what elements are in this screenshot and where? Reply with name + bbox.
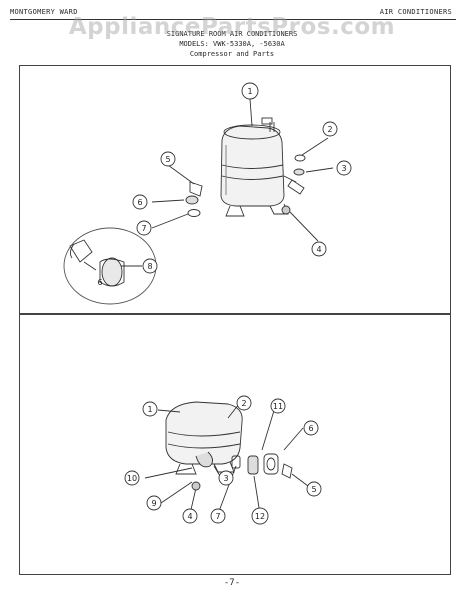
bottom-callout-label: 4: [187, 512, 192, 521]
diagram-panel-bottom: [19, 313, 451, 575]
top-callout-label: 2: [327, 125, 332, 134]
top-callout-8: 8: [142, 258, 158, 274]
top-callout-label: 6: [97, 278, 102, 287]
bottom-callout-label: 10: [127, 474, 137, 483]
top-callout-label: 3: [341, 164, 346, 173]
top-callout-label: 5: [165, 155, 170, 164]
top-callout-2: 2: [322, 121, 338, 137]
top-callout-6: 6: [97, 278, 102, 287]
top-callout-3: 3: [336, 160, 352, 176]
bottom-callout-label: 3: [223, 474, 228, 483]
bottom-callout-10: 10: [124, 470, 140, 486]
bottom-callout-1: 1: [142, 401, 158, 417]
title-line-1: SIGNATURE ROOM AIR CONDITIONERS: [166, 30, 298, 38]
top-callout-label: 1: [247, 87, 252, 96]
top-callout-label: 6: [137, 198, 142, 207]
top-callout-1: 1: [241, 82, 259, 100]
bottom-callout-label: 5: [311, 485, 316, 494]
overload-assembly-drawing: [69, 239, 125, 287]
bottom-callout-5: 5: [306, 481, 322, 497]
header-left: MONTGOMERY WARD: [10, 8, 78, 16]
top-callout-label: 8: [147, 262, 152, 271]
bottom-callout-6: 6: [303, 420, 319, 436]
compressor-bottom-drawing: [165, 401, 243, 475]
title-line-3: Compressor and Parts: [189, 50, 275, 58]
bottom-callout-label: 2: [241, 399, 246, 408]
bottom-callout-7: 7: [210, 508, 226, 524]
compressor-top-drawing: [220, 117, 297, 217]
top-callout-label: 7: [141, 224, 146, 233]
bottom-callout-9: 9: [146, 495, 162, 511]
top-callout-label: 4: [316, 245, 321, 254]
top-callout-6: 6: [132, 194, 148, 210]
title-line-2: MODELS: VWK-5330A, -5630A: [179, 40, 285, 48]
bottom-callout-11: 11: [270, 398, 286, 414]
top-callout-7: 7: [136, 220, 152, 236]
bottom-callout-2: 2: [236, 395, 252, 411]
bottom-callout-label: 7: [215, 512, 220, 521]
bottom-callout-12: 12: [251, 507, 269, 525]
watermark: AppliancePartsPros.com: [68, 14, 396, 40]
header-right: AIR CONDITIONERS: [379, 8, 452, 16]
top-callout-5: 5: [160, 151, 176, 167]
header-rule: [10, 19, 456, 20]
bottom-callout-label: 9: [151, 499, 156, 508]
bottom-callout-label: 6: [308, 424, 313, 433]
top-callout-4: 4: [311, 241, 327, 257]
diagram-panel-top: [19, 65, 451, 315]
bottom-callout-3: 3: [218, 470, 234, 486]
bottom-callout-label: 12: [255, 512, 265, 521]
bottom-callout-4: 4: [182, 508, 198, 524]
bottom-callout-label: 11: [273, 402, 283, 411]
page-number: -7-: [223, 578, 241, 588]
bottom-callout-label: 1: [147, 405, 152, 414]
